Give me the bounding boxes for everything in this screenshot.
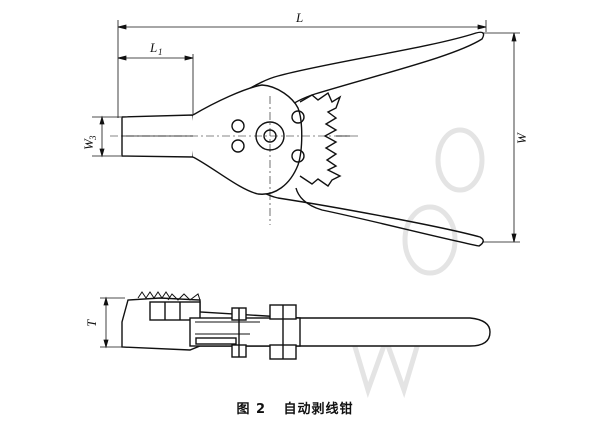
top-view-centerlines — [110, 96, 360, 225]
stripping-teeth — [299, 91, 342, 187]
side-jaw-teeth — [137, 291, 171, 299]
dim-L-label: L — [295, 10, 303, 25]
dim-L1-subscript: 1 — [158, 47, 163, 57]
lower-handle — [192, 156, 484, 247]
dim-W-label: W — [514, 132, 529, 144]
side-view-pliers — [121, 291, 491, 360]
dim-L1-label: L — [149, 40, 157, 55]
figure-caption: 图 2 自动剥线钳 — [0, 398, 590, 417]
figure-title: 自动剥线钳 — [283, 402, 354, 417]
figure-number: 图 2 — [236, 402, 267, 417]
upper-handle — [192, 31, 485, 116]
dim-W3-subscript: 3 — [88, 135, 98, 141]
dimension-lines — [92, 20, 520, 349]
top-view-pliers — [121, 31, 485, 247]
watermark — [347, 127, 485, 398]
pivot-body — [192, 84, 303, 195]
side-blade-block — [149, 301, 201, 321]
dim-W3-label: W — [81, 138, 96, 150]
dimension-labels: L L 1 W 3 W T — [81, 10, 529, 327]
dim-T-label: T — [84, 319, 99, 327]
